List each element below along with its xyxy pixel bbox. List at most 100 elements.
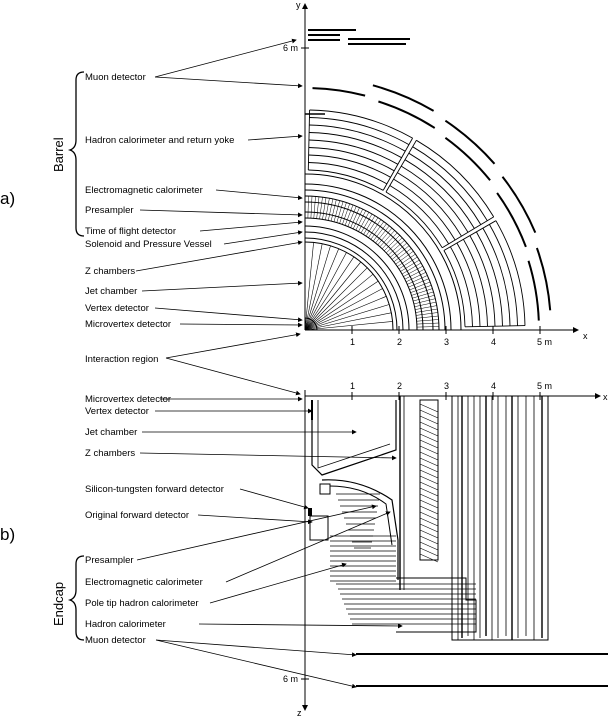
em-calorimeter-block <box>416 326 440 328</box>
em-calorimeter-block <box>330 199 337 222</box>
barrel-brace <box>67 71 85 237</box>
endcap-em-hatch <box>419 547 439 557</box>
hadron-plate <box>469 235 496 327</box>
em-calorimeter-block <box>347 206 357 227</box>
em-calorimeter-block <box>400 259 420 272</box>
barrel-ring <box>304 231 404 331</box>
muon-bar <box>444 136 491 181</box>
panel-a-letter: a) <box>0 189 15 208</box>
em-calorimeter-block <box>405 272 427 283</box>
em-calorimeter-block <box>325 198 330 220</box>
endcap-em-hatch <box>419 499 439 509</box>
em-calorimeter-block <box>386 237 403 254</box>
endcap-presampler <box>329 485 393 546</box>
hadron-plate <box>309 132 402 159</box>
endcap-panel: x z 1 2 3 4 5 m 6 m Microvertex detector… <box>0 381 608 717</box>
em-calorimeter-block <box>391 245 410 260</box>
em-calorimeter-block <box>333 200 340 222</box>
endcap-z-tick-6m: 6 m <box>283 674 298 684</box>
endcap-tick-5: 5 m <box>537 381 552 391</box>
endcap-label-em-calorimeter: Electromagnetic calorimeter <box>85 577 203 588</box>
hadron-plate <box>495 220 526 326</box>
em-calorimeter-block <box>322 197 327 220</box>
endcap-group-label: Endcap <box>51 582 66 626</box>
endcap-pressure-vessel <box>321 479 399 580</box>
em-calorimeter-block <box>307 195 309 219</box>
em-calorimeter-block <box>350 207 360 228</box>
em-calorimeter-block <box>416 322 439 325</box>
em-calorimeter-block <box>411 288 433 296</box>
jet-chamber-ray <box>304 296 387 331</box>
em-calorimeter-block <box>342 203 350 225</box>
jet-chamber-ray <box>304 321 393 331</box>
em-calorimeter-block <box>404 268 425 280</box>
endcap-labels: Microvertex detector Vertex detector Jet… <box>85 394 224 646</box>
endcap-original-forward <box>309 515 329 541</box>
interaction-region-annotation: Interaction region <box>85 332 301 396</box>
hadron-plate <box>308 169 384 191</box>
hadron-plate <box>309 124 406 152</box>
em-calorimeter-block <box>415 312 438 316</box>
em-calorimeter-block <box>414 301 437 307</box>
em-calorimeter-block <box>310 196 313 219</box>
muon-bar <box>444 119 496 165</box>
endcap-label-jet-chamber: Jet chamber <box>85 427 137 438</box>
em-calorimeter-block <box>313 196 316 219</box>
endcap-em-hatch <box>419 541 439 551</box>
barrel-y-axis-label: y <box>296 0 301 10</box>
muon-bar <box>527 260 540 321</box>
hadron-edge <box>307 109 311 171</box>
endcap-tick-1: 1 <box>350 381 355 391</box>
barrel-ring <box>304 173 462 331</box>
em-calorimeter-block <box>358 212 370 232</box>
label-em-calorimeter: Electromagnetic calorimeter <box>85 185 203 196</box>
endcap-label-z-chambers: Z chambers <box>85 448 135 459</box>
endcap-tick-3: 3 <box>444 381 449 391</box>
em-calorimeter-block <box>398 256 418 270</box>
barrel-labels: Muon detector Hadron calorimeter and ret… <box>85 72 234 330</box>
endcap-em-hatch <box>419 481 439 491</box>
hadron-plate <box>408 152 482 225</box>
endcap-x-ticks: 1 2 3 4 5 m <box>350 381 552 400</box>
em-calorimeter-block <box>410 285 432 293</box>
jet-chamber-ray <box>304 256 355 331</box>
barrel-ring <box>304 183 452 331</box>
hadron-edge <box>441 216 494 249</box>
em-calorimeter-block <box>352 208 363 230</box>
em-calorimeter-block <box>377 227 393 245</box>
jet-chamber-ray <box>304 261 362 331</box>
hadron-plate <box>309 117 410 145</box>
jet-chamber-ray <box>304 248 339 331</box>
hadron-plate <box>385 191 443 248</box>
em-calorimeter-block <box>390 242 408 258</box>
endcap-label-vertex: Vertex detector <box>85 406 149 417</box>
em-calorimeter-block <box>379 230 395 247</box>
barrel-ring <box>304 189 446 331</box>
barrel-y-tick-6m: 6 m <box>283 43 298 53</box>
label-tof-detector: Time of flight detector <box>85 226 176 237</box>
endcap-em-hatch <box>419 433 439 443</box>
barrel-leader-lines <box>135 38 303 328</box>
endcap-label-pole-tip: Pole tip hadron calorimeter <box>85 598 199 609</box>
endcap-vertex-outline <box>317 400 391 469</box>
hadron-plate <box>404 159 475 229</box>
em-calorimeter-block <box>413 298 436 305</box>
endcap-brace <box>67 555 85 641</box>
em-calorimeter-block <box>407 275 428 285</box>
barrel-x-axis-label: x <box>583 331 588 341</box>
em-calorimeter-block <box>336 201 344 223</box>
jet-chamber-ray <box>304 243 323 331</box>
em-calorimeter-block <box>328 198 334 221</box>
label-presampler: Presampler <box>85 205 134 216</box>
barrel-group-label: Barrel <box>51 137 66 172</box>
barrel-ring <box>304 217 418 331</box>
panel-b-letter: b) <box>0 525 15 544</box>
jet-chamber-ray <box>304 242 314 331</box>
em-calorimeter-block <box>360 213 373 234</box>
em-calorimeter-block <box>316 196 320 219</box>
endcap-em-hatch <box>419 457 439 467</box>
em-calorimeter-block <box>408 278 429 288</box>
endcap-tick-4: 4 <box>491 381 496 391</box>
em-calorimeter-block <box>384 235 400 251</box>
